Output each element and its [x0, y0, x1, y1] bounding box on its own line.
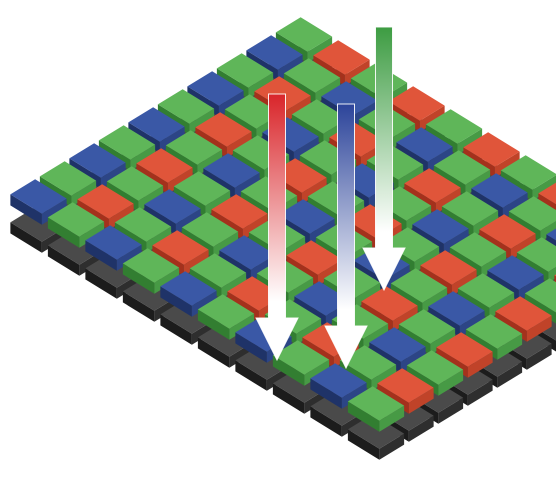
bayer-filter-diagram	[0, 0, 556, 479]
bayer-filter-illustration	[0, 0, 556, 479]
